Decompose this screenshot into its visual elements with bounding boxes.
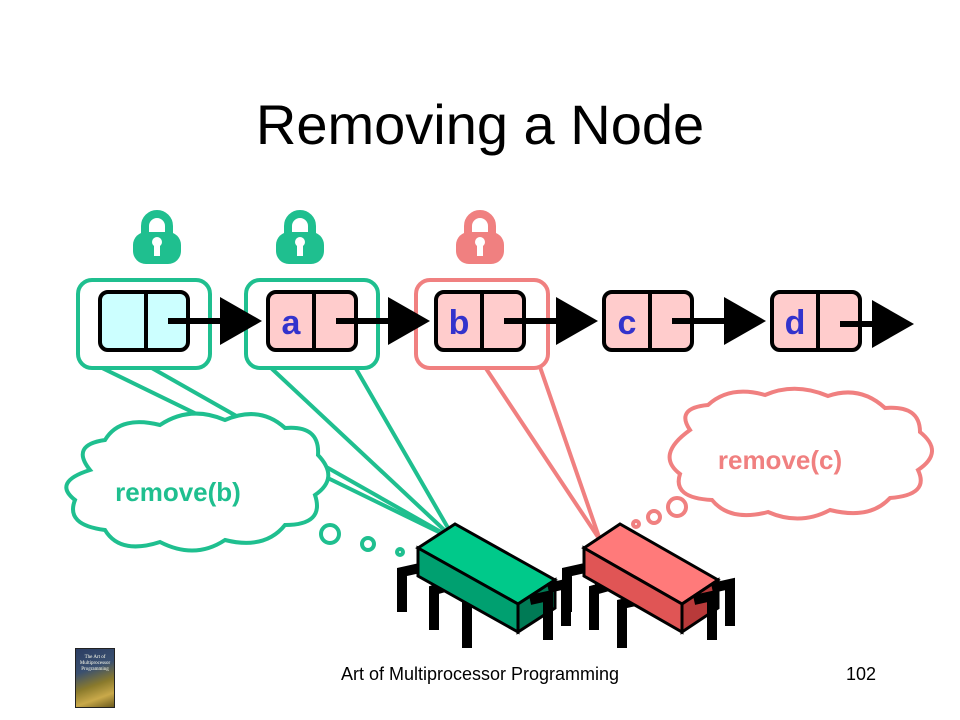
red-thought-lines: [483, 365, 602, 542]
footer-text: Art of Multiprocessor Programming: [340, 664, 620, 684]
thread-chip-red-icon: [562, 522, 735, 648]
node-label-c: c: [618, 304, 637, 342]
thought-cloud-red: remove(c): [667, 386, 934, 521]
padlock-green-head-icon: [133, 210, 181, 264]
slide-title: Removing a Node: [255, 93, 705, 156]
book-cover-image: The Art of Multiprocessor Programming: [75, 648, 115, 708]
book-cover-title: The Art of Multiprocessor Programming: [79, 655, 111, 672]
padlock-red-b-icon: [456, 210, 504, 264]
thought-text-green: remove(b): [115, 477, 241, 507]
thread-chip-green-icon: [397, 522, 571, 648]
thought-dots-red: [631, 496, 688, 529]
thought-cloud-green: remove(b): [64, 411, 331, 553]
node-label-d: d: [785, 304, 806, 342]
thought-text-red: remove(c): [718, 445, 842, 475]
list-node-c: c: [602, 290, 694, 352]
node-label-b: b: [449, 304, 470, 342]
slide-number: 102: [846, 664, 877, 684]
padlock-green-a-icon: [276, 210, 324, 264]
node-label-a: a: [282, 304, 302, 342]
thought-dots-green: [319, 523, 405, 557]
